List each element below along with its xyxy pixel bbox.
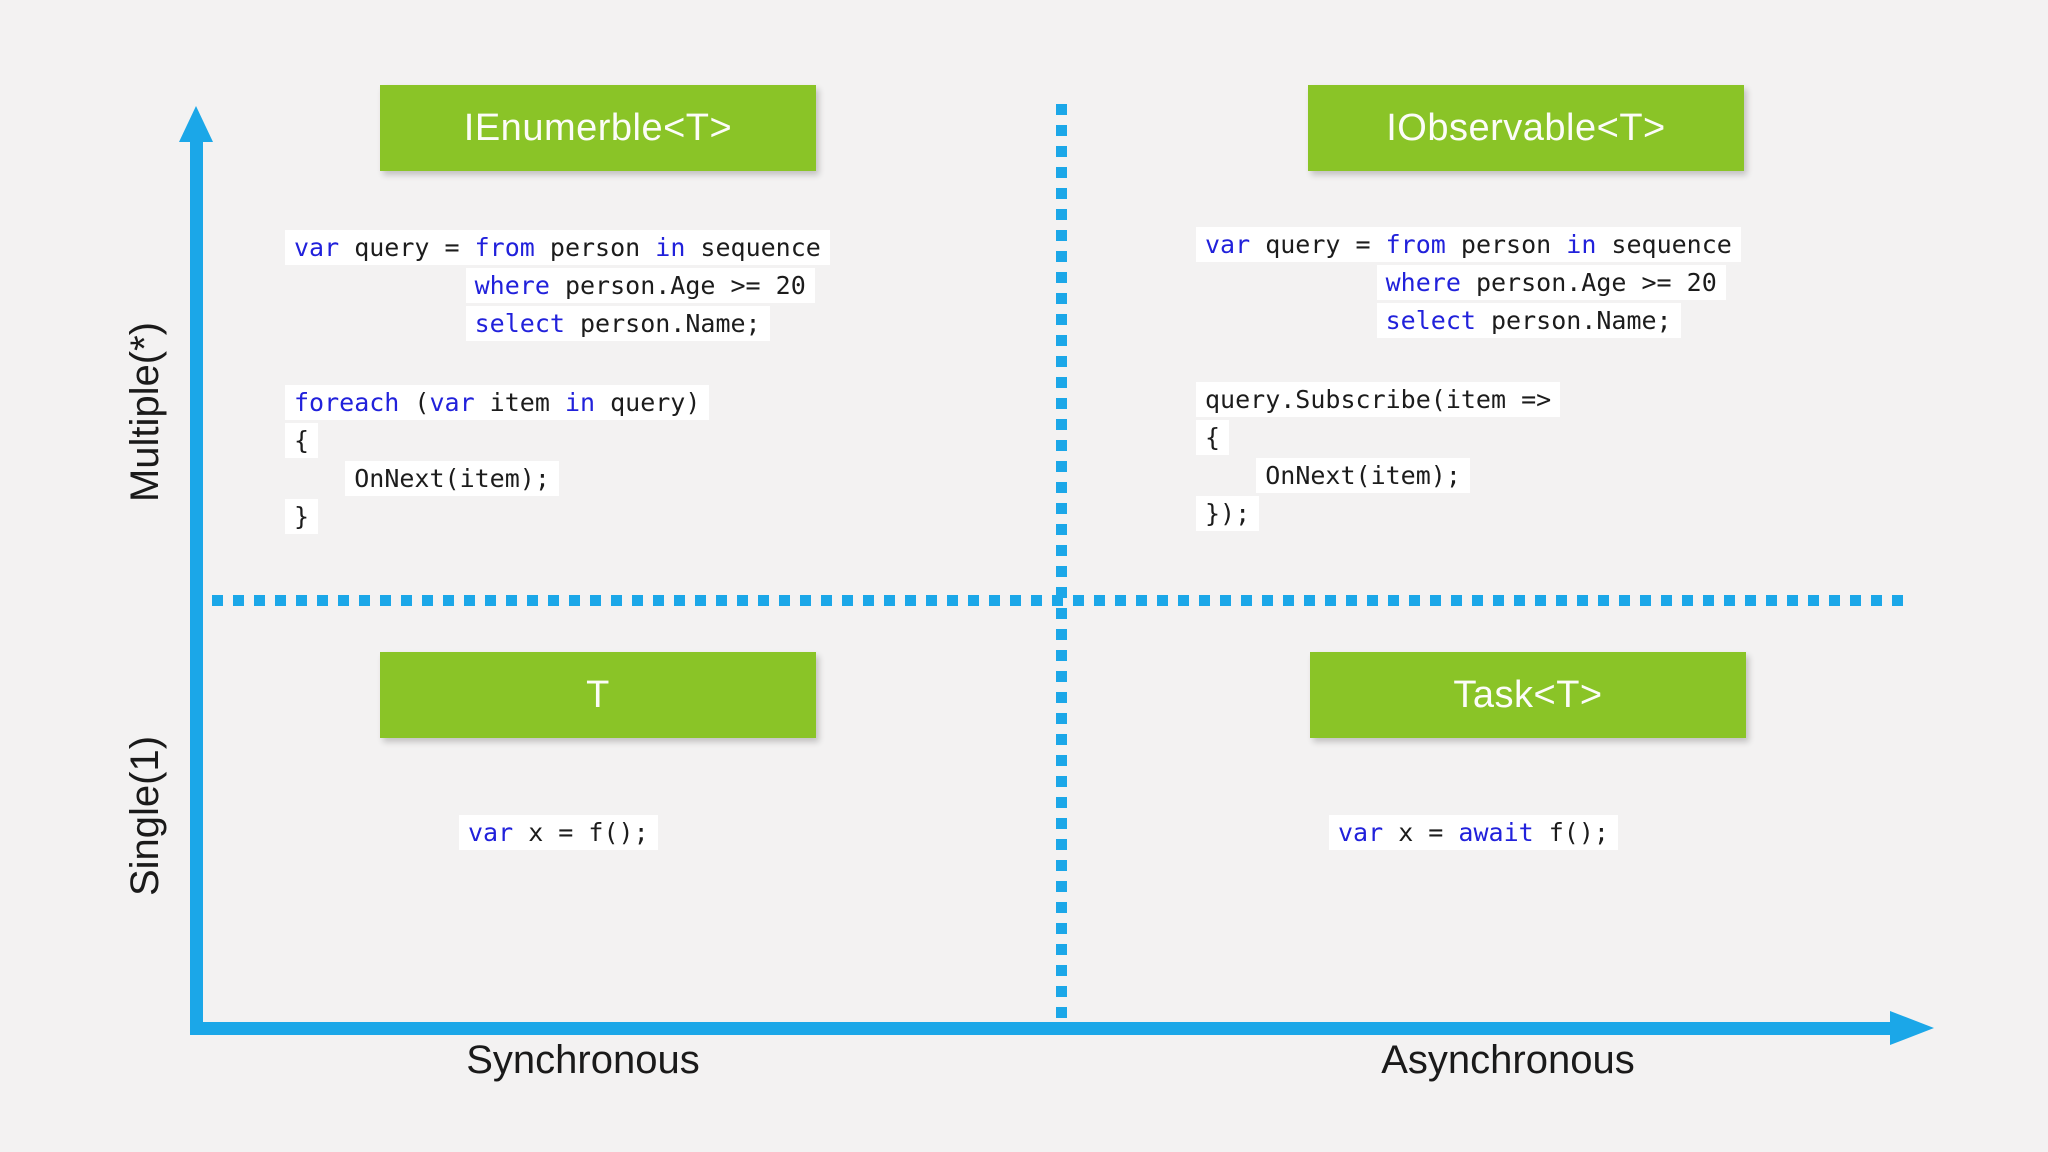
- code-line: {: [285, 421, 709, 459]
- code-line: select person.Name;: [1196, 301, 1741, 339]
- y-axis-line: [190, 138, 203, 1035]
- y-axis-arrowhead-icon: [179, 106, 213, 142]
- iobservable-box-label: IObservable<T>: [1386, 106, 1666, 149]
- code-line: OnNext(item);: [285, 459, 709, 497]
- code-block-async-single: var x = await f();: [1329, 813, 1618, 851]
- x-axis-label-synchronous: Synchronous: [466, 1038, 700, 1082]
- code-line: where person.Age >= 20: [285, 266, 830, 304]
- y-axis-label-single: Single(1): [122, 735, 167, 897]
- code-block-enumerable-foreach: foreach (var item in query){ OnNext(item…: [285, 383, 710, 535]
- code-line: select person.Name;: [285, 304, 830, 342]
- t-box-label: T: [586, 673, 610, 716]
- code-block-enumerable-query: var query = from person in sequence wher…: [285, 228, 830, 342]
- code-line: var x = f();: [459, 813, 658, 851]
- code-line: var query = from person in sequence: [1196, 225, 1741, 263]
- horizontal-dotted-divider: [212, 595, 1910, 606]
- t-box: T: [380, 652, 816, 738]
- iobservable-box: IObservable<T>: [1308, 85, 1744, 171]
- code-block-observable-query: var query = from person in sequence wher…: [1196, 225, 1741, 339]
- vertical-dotted-divider: [1056, 104, 1067, 1020]
- code-line: where person.Age >= 20: [1196, 263, 1741, 301]
- task-box-label: Task<T>: [1453, 673, 1603, 716]
- code-line: var x = await f();: [1329, 813, 1618, 851]
- y-axis-label-multiple: Multiple(*): [122, 321, 167, 503]
- code-line: });: [1196, 494, 1560, 532]
- code-block-observable-subscribe: query.Subscribe(item =>{ OnNext(item);})…: [1196, 380, 1561, 532]
- code-line: query.Subscribe(item =>: [1196, 380, 1561, 418]
- code-line: foreach (var item in query): [285, 383, 710, 421]
- x-axis-label-asynchronous: Asynchronous: [1381, 1038, 1635, 1082]
- task-box: Task<T>: [1310, 652, 1746, 738]
- code-line: OnNext(item);: [1196, 456, 1560, 494]
- code-block-sync-single: var x = f();: [459, 813, 658, 851]
- x-axis-line: [190, 1022, 1892, 1035]
- ienumerable-box-label: IEnumerble<T>: [463, 106, 733, 149]
- ienumerable-box: IEnumerble<T>: [380, 85, 816, 171]
- x-axis-arrowhead-icon: [1890, 1011, 1934, 1045]
- code-line: {: [1196, 418, 1560, 456]
- code-line: var query = from person in sequence: [285, 228, 830, 266]
- code-line: }: [285, 497, 709, 535]
